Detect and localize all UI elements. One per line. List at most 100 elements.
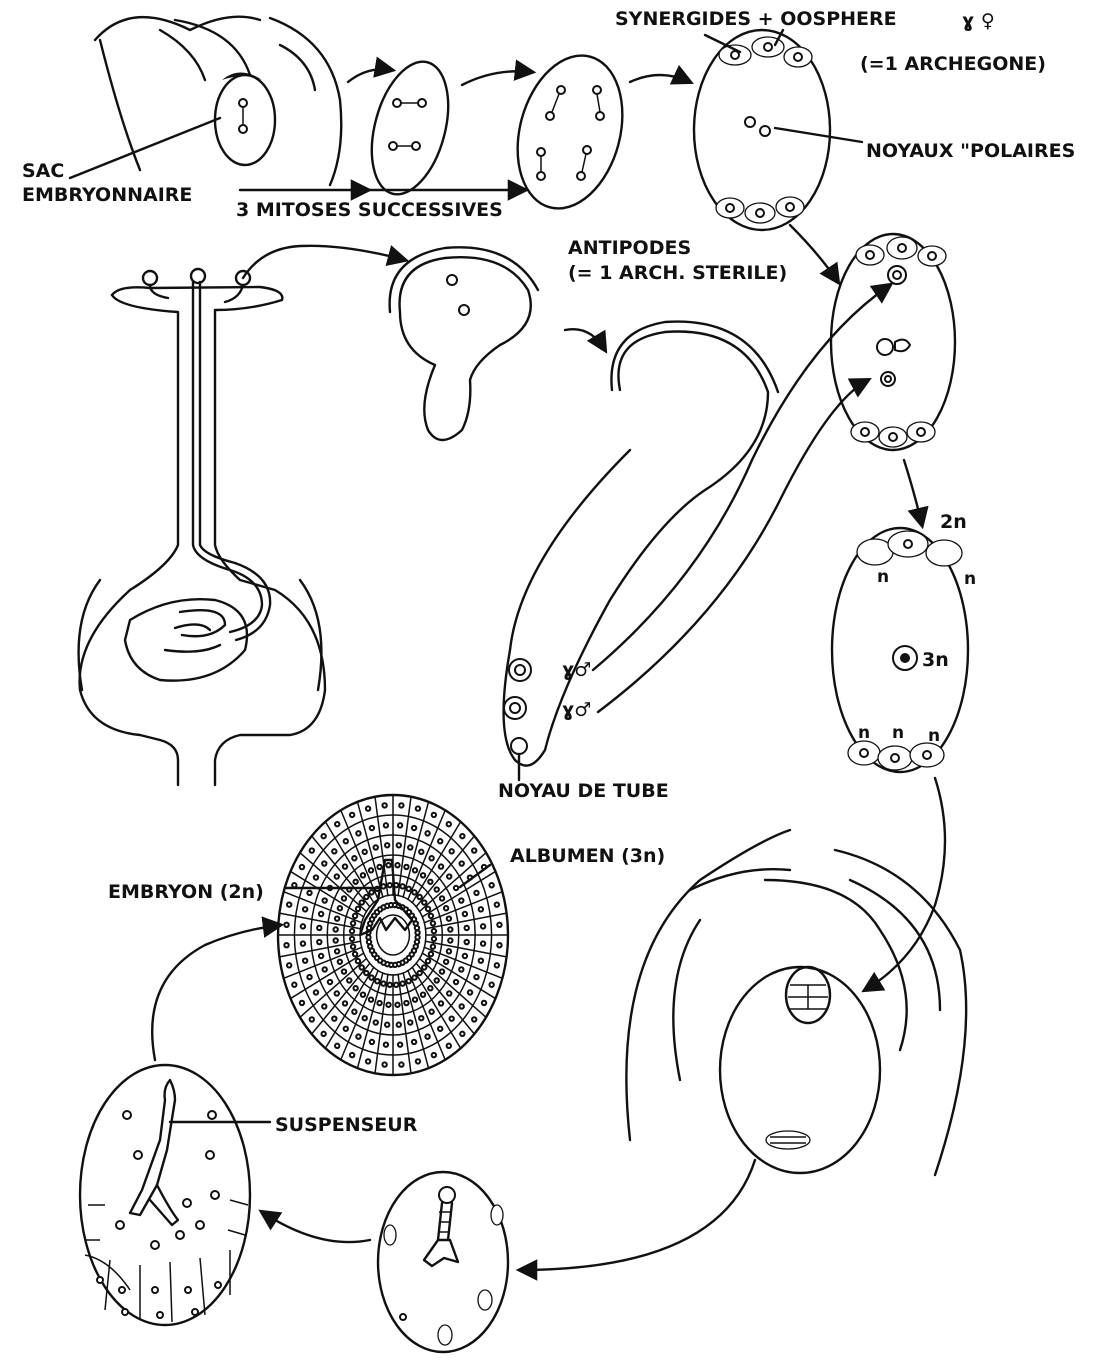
antipodes-label-line2: (= 1 ARCH. STERILE) [568,262,787,284]
albumen-cell-nucleus [447,991,451,995]
albumen-cell-nucleus [397,843,401,847]
developing-seed-suspenseur [80,1065,250,1325]
suspenseur-label: SUSPENSEUR [275,1114,418,1136]
albumen-cell-nucleus [438,1027,442,1031]
archegone-label: (=1 ARCHEGONE) [860,53,1046,75]
germinating-pollen-grain [390,247,538,440]
albumen-cell-nucleus [370,1040,374,1044]
albumen-cell-nucleus [460,861,464,865]
albumen-cell-nucleus [366,1059,370,1063]
albumen-cell-nucleus [459,967,463,971]
albumen-cell-nucleus [495,902,499,906]
albumen-cell-nucleus [356,831,360,835]
albumen-cell-nucleus [353,986,357,990]
albumen-cell-nucleus [319,954,323,958]
albumen-cell-nucleus [352,856,356,860]
albumen-cell-nucleus [426,959,430,963]
albumen-cell-nucleus [350,1053,354,1057]
male-gamete-label-2: ɣ♂ [562,699,591,721]
albumen-cell-nucleus [384,1042,388,1046]
albumen-cell-nucleus [429,952,433,956]
albumen-cell-nucleus [322,898,326,902]
albumen-cell-nucleus [439,1001,443,1005]
albumen-cell-nucleus [388,983,392,987]
pollen-tube [504,322,778,780]
ovule-after-fertilization [626,830,966,1175]
albumen-cell-nucleus [385,843,389,847]
albumen-cell-nucleus [344,839,348,843]
albumen-cell-nucleus [419,1016,423,1020]
young-embryo-sac [378,1172,508,1352]
albumen-cell-nucleus [459,898,463,902]
ploidy-n-bottom-3: n [928,726,940,746]
albumen-cell-nucleus [352,1010,356,1014]
albumen-cell-nucleus [314,875,318,879]
albumen-cell-nucleus [428,880,432,884]
albumen-cell-nucleus [495,963,499,967]
albumen-cell-nucleus [417,895,421,899]
albumen-cell-nucleus [468,990,472,994]
albumen-cell-nucleus [284,923,288,927]
albumen-cell-nucleus [399,1062,403,1066]
female-gamete-symbol: ɣ ♀ [962,10,995,32]
albumen-cell-nucleus [454,886,458,890]
albumen-cell-nucleus [332,849,336,853]
albumen-cell-nucleus [369,890,373,894]
albumen-cell-nucleus [448,927,452,931]
albumen-cell-nucleus [447,949,451,953]
albumen-cell-nucleus [412,826,416,830]
albumen-cell-wall [341,970,379,1060]
albumen-cell-nucleus [369,868,373,872]
albumen-cell-nucleus [497,923,501,927]
albumen-cell-nucleus [421,873,425,877]
albumen-cell-nucleus [356,907,360,911]
albumen-cell-nucleus [301,941,305,945]
albumen-cell-nucleus [460,834,464,838]
albumen-cell-nucleus [385,1023,389,1027]
albumen-cell-nucleus [384,823,388,827]
albumen-cell-nucleus [412,890,416,894]
albumen-cell-nucleus [472,1017,476,1021]
albumen-cell-nucleus [300,1001,304,1005]
albumen-cell-nucleus [377,1001,381,1005]
albumen-cell-nucleus [321,1032,325,1036]
albumen-cell-nucleus [474,975,478,979]
albumen-cell-wall [291,871,365,917]
albumen-cell-nucleus [444,906,448,910]
albumen-cell-nucleus [429,914,433,918]
fertilized-sac-1 [831,234,955,450]
albumen-cell-nucleus [364,895,368,899]
albumen-cell-nucleus [322,861,326,865]
albumen-cell-nucleus [335,991,339,995]
synergides-oosphere-label: SYNERGIDES + OOSPHERE [615,8,897,30]
albumen-cell-nucleus [431,944,435,948]
albumen-cell-nucleus [422,965,426,969]
albumen-cell-nucleus [375,979,379,983]
albumen-cell-nucleus [328,980,332,984]
albumen-cell-nucleus [381,884,385,888]
albumen-cell-nucleus [374,1020,378,1024]
albumen-cell-nucleus [440,896,444,900]
albumen-cell-nucleus [447,822,451,826]
albumen-cell-nucleus [388,883,392,887]
albumen-cell-nucleus [404,1001,408,1005]
albumen-cell-nucleus [350,937,354,941]
albumen-cell-nucleus [343,1001,347,1005]
albumen-cell-nucleus [342,969,346,973]
embryo-sac-2 [359,53,462,202]
noyaux-polaires-label: NOYAUX "POLAIRES [866,140,1075,162]
ploidy-n-right-label: n [964,569,976,589]
albumen-cell-nucleus [366,806,370,810]
albumen-cell-nucleus [416,806,420,810]
albumen-cell-nucleus [347,978,351,982]
albumen-cell-nucleus [314,990,318,994]
mature-embryo-sac [694,30,830,230]
albumen-cell-nucleus [429,1010,433,1014]
flower-pistil [79,269,325,785]
albumen-cell-nucleus [363,1016,367,1020]
albumen-cell-nucleus [497,943,501,947]
albumen-cell-nucleus [413,997,417,1001]
albumen-cell-nucleus [413,868,417,872]
albumen-cell-nucleus [421,992,425,996]
ploidy-3n-label: 3n [922,649,949,671]
